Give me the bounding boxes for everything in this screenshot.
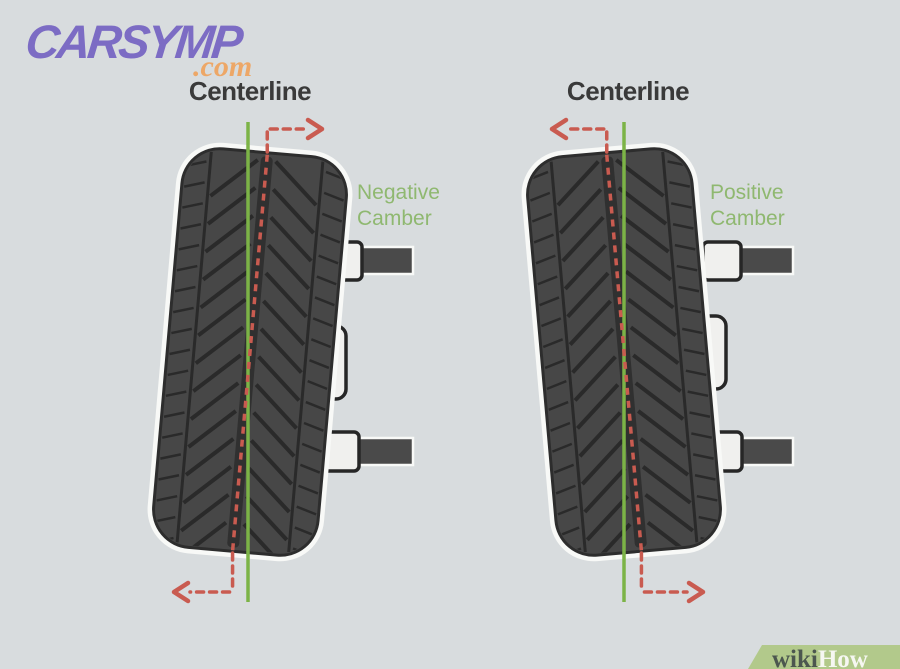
- bottom-tilt-arrow: [171, 551, 235, 604]
- arrowhead-icon: [305, 117, 325, 141]
- negative-camber-line1: Negative: [357, 181, 440, 204]
- lower-axle-bar: [357, 436, 415, 467]
- arrowhead-icon: [549, 117, 569, 141]
- upper-axle-bar: [737, 245, 795, 276]
- carsymp-logo-tld: .com: [193, 50, 253, 83]
- negative-camber-line2: Camber: [357, 207, 432, 230]
- wikihow-watermark-banner: wikiHow: [748, 645, 900, 669]
- centerline-label-left: Centerline: [188, 76, 312, 106]
- positive-camber-label: Positive Camber: [710, 180, 785, 232]
- upper-hub-bracket: [701, 240, 743, 282]
- centerline-label-right: Centerline: [566, 76, 690, 106]
- positive-camber-line2: Camber: [710, 207, 785, 230]
- wikihow-watermark-text: wikiHow: [772, 647, 868, 669]
- bottom-tilt-arrow: [639, 551, 706, 604]
- carsymp-logo: CARSYMP .com: [23, 14, 326, 89]
- upper-axle-bar: [357, 245, 415, 276]
- negative-camber-label: Negative Camber: [357, 180, 440, 232]
- right-wheel-assembly: [521, 117, 795, 604]
- arrowhead-icon: [686, 580, 706, 604]
- wikihow-text-how: How: [817, 646, 868, 669]
- lower-axle-bar: [737, 436, 795, 467]
- top-tilt-arrow: [549, 117, 609, 156]
- arrowhead-icon: [171, 580, 191, 604]
- camber-axis-dashed: [230, 154, 270, 551]
- camber-axis-dashed: [604, 154, 644, 551]
- left-wheel-assembly: [147, 117, 415, 604]
- positive-camber-line1: Positive: [710, 181, 784, 204]
- top-tilt-arrow: [265, 117, 325, 156]
- wikihow-text-wiki: wiki: [772, 646, 818, 669]
